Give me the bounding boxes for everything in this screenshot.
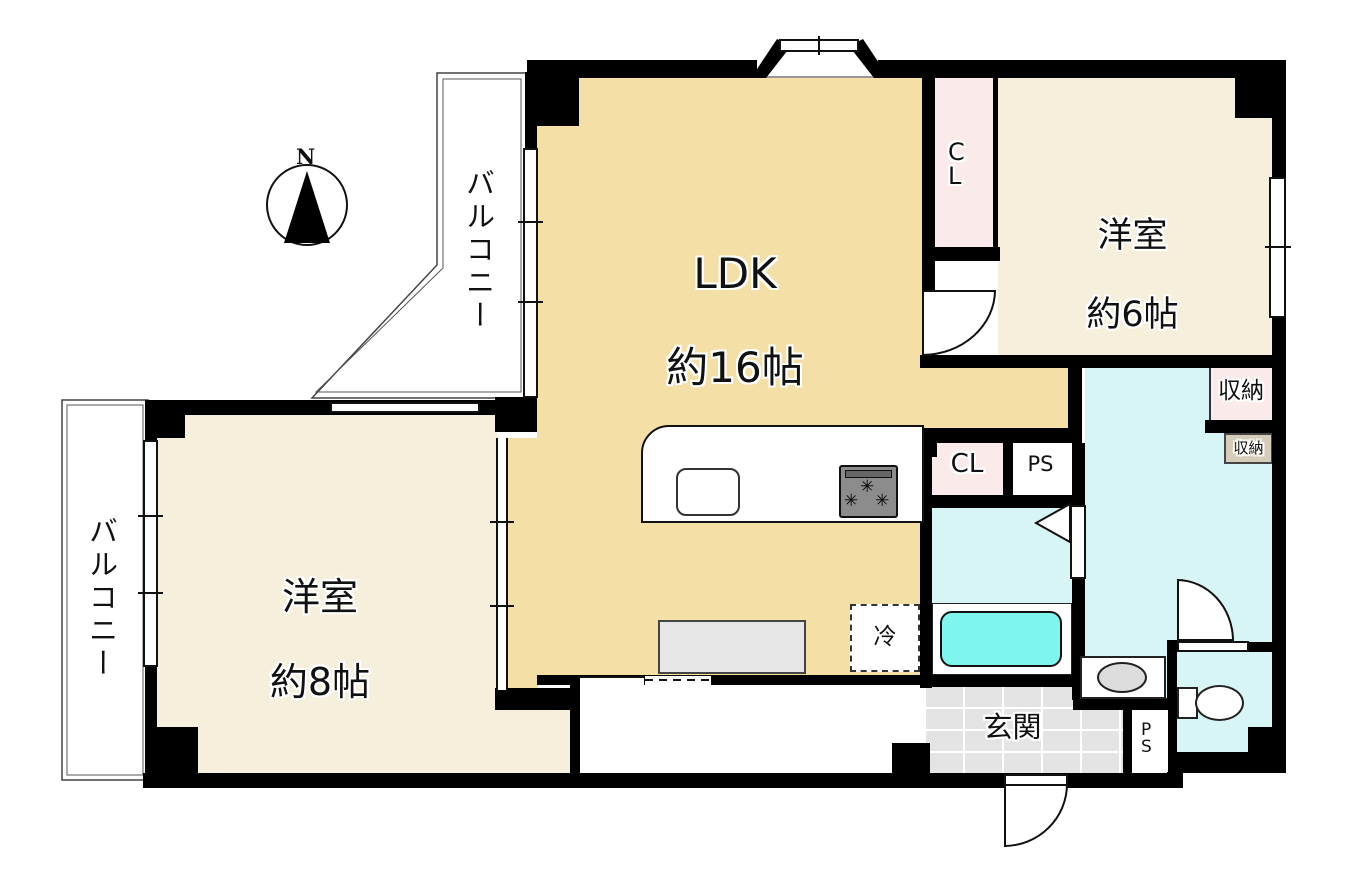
compass-north-label: N <box>296 144 316 169</box>
outer-wall-top-left <box>527 60 757 78</box>
closet-north-floor <box>935 78 993 247</box>
refrigerator-space: 冷 <box>850 604 920 672</box>
entrance-label: 玄関 <box>983 710 1042 744</box>
ldk-name: LDK <box>693 249 777 299</box>
bedroom8-west-window-tick-1 <box>138 515 163 517</box>
bedroom8-name: 洋室 <box>281 574 358 619</box>
hall-west-wall <box>570 675 580 775</box>
bedroom8-nw-pillar <box>145 400 185 438</box>
ldk-west-window <box>523 148 538 398</box>
closet-ps-divider <box>1003 428 1013 500</box>
bedroom8-sw-pillar <box>145 727 198 774</box>
wall-above-closet-ps <box>920 428 1075 443</box>
bay-window-tick <box>818 36 820 55</box>
ldk-floor-west-strip <box>508 438 538 690</box>
outer-wall-top-right <box>878 60 1286 78</box>
toilet-west-wall <box>1167 640 1177 754</box>
ldk-west-window-tick-1 <box>518 221 543 223</box>
balcony-north-outline <box>310 72 528 399</box>
pipe-space-hall-label: PS <box>1027 452 1054 476</box>
bedroom8-west-window-tick-2 <box>138 592 163 594</box>
toilet-se-notch <box>1248 727 1272 753</box>
bedroom6-room-label: 洋室 約6帖 <box>1010 178 1255 374</box>
stove-burner-icon <box>875 493 889 510</box>
ldk-east-wall-upper <box>922 72 935 290</box>
storage-upper-label: 収納 <box>1218 378 1264 404</box>
stove-burner-icon <box>844 493 858 510</box>
wall-below-closet-ps <box>920 495 1075 508</box>
ldk-floor <box>537 78 922 675</box>
bedroom8-west-window <box>143 440 158 667</box>
bedroom8-top-window <box>330 402 480 413</box>
bathtub <box>940 611 1062 667</box>
bedroom6-floor <box>998 78 1272 355</box>
ldk-area: 約16帖 <box>666 343 804 393</box>
bedroom6-east-window-tick <box>1265 246 1291 248</box>
balcony-west-outline <box>61 399 149 781</box>
ldk-cabinet <box>658 620 806 674</box>
sliding-partition <box>496 438 508 690</box>
kitchen-sink <box>676 468 740 516</box>
balcony-north-label: バルコニー <box>461 168 496 333</box>
closet-north-label: CL <box>948 138 965 190</box>
closet-north-bottom-wall <box>922 247 1000 261</box>
ps-entrance-east-wall <box>1168 698 1177 775</box>
ldk-nw-corner-block <box>527 72 579 126</box>
ps-entrance-box <box>1132 710 1168 772</box>
outer-wall-bottom-toilet <box>1167 752 1286 773</box>
outer-wall-bottom <box>143 773 1183 788</box>
compass-needle-icon <box>284 171 330 243</box>
hall-sliding-door-dashed <box>645 676 711 685</box>
balcony-west-label: バルコニー <box>84 516 119 681</box>
storage-lower-label: 収納 <box>1233 439 1264 457</box>
pipe-space-entrance-label: PS <box>1141 720 1152 757</box>
kitchen-stove <box>839 465 898 518</box>
toilet-door-sill <box>1177 641 1249 652</box>
bathroom-folding-door-icon <box>1033 502 1071 544</box>
ldk-room-label: LDK 約16帖 <box>585 203 885 438</box>
bedroom6-bottom-wall <box>920 355 1286 368</box>
partition-bottom-wall <box>495 688 580 710</box>
balcony-north-inner-line <box>314 78 522 393</box>
closet-north-divider <box>993 78 998 248</box>
refrigerator-label: 冷 <box>873 624 897 651</box>
sliding-partition-tick-2 <box>490 605 514 607</box>
bedroom8-area: 約8帖 <box>269 659 371 704</box>
bedroom6-ne-pillar <box>1235 72 1280 118</box>
entrance-west-stub <box>892 743 930 773</box>
entrance-top-wall <box>920 675 1080 687</box>
bedroom6-area: 約6帖 <box>1086 294 1179 335</box>
entrance-east-wall <box>1123 687 1132 775</box>
passage-east-wall <box>1068 362 1082 443</box>
stove-burner-icon <box>860 479 874 496</box>
bedroom6-name: 洋室 <box>1097 216 1168 257</box>
closet-hall-label: CL <box>950 449 984 479</box>
outer-wall-right <box>1272 60 1286 773</box>
pipe-space-hall-floor <box>1013 443 1068 495</box>
bedroom8-room-label: 洋室 約8帖 <box>170 533 470 746</box>
sliding-partition-tick-1 <box>490 521 514 523</box>
hall-doorway-opening <box>580 676 644 685</box>
storage-upper-box <box>1209 365 1273 420</box>
bay-window-shell <box>756 46 880 78</box>
toilet-bowl <box>1195 685 1244 721</box>
washbasin-bowl <box>1097 662 1147 693</box>
bedroom8-floor <box>157 415 497 773</box>
closet-hall-floor <box>932 443 1003 495</box>
storage-shelf-wall <box>1205 420 1273 433</box>
bedroom8-floor-foot <box>496 710 570 773</box>
hall-north-wall <box>537 675 930 685</box>
ldk-west-window-tick-2 <box>518 301 543 303</box>
ldk-passage-floor <box>922 368 1068 428</box>
